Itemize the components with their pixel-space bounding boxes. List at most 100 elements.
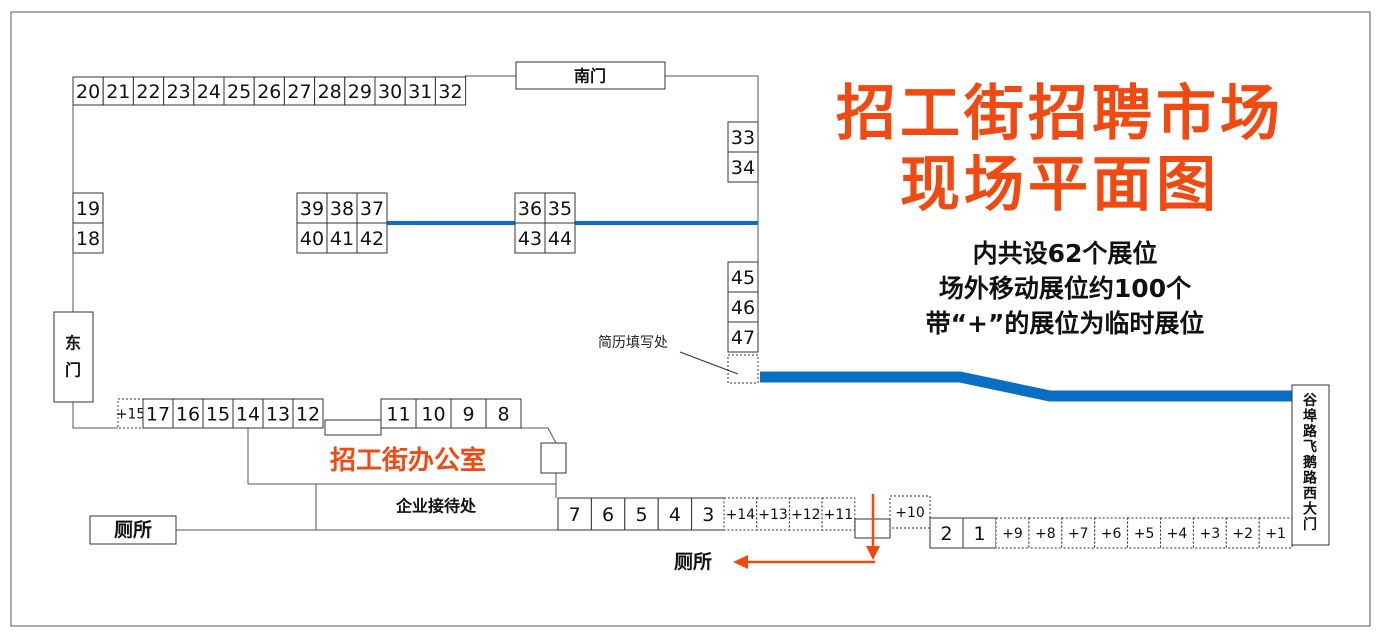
booth-37-box	[356, 192, 388, 224]
west-gate-char: 谷	[1303, 393, 1318, 409]
booth-5-label: 5	[635, 504, 647, 526]
west-gate-char: 路	[1303, 423, 1318, 440]
booth-36-label: 36	[518, 198, 542, 220]
door-box-b	[540, 442, 567, 474]
booth-5-box	[624, 497, 659, 531]
booth-39-label: 39	[300, 198, 324, 220]
booth-44-label: 44	[548, 228, 572, 250]
booth-4-label: 4	[669, 504, 681, 526]
booth-45-label: 45	[731, 267, 755, 289]
booth-plus6-box	[1094, 517, 1129, 549]
booth-28-box	[314, 76, 346, 106]
booth-plus10-box	[889, 495, 931, 529]
booth-plus14-box	[723, 497, 758, 531]
east-gate	[53, 311, 94, 403]
booth-plus9-box	[995, 517, 1030, 549]
booth-47-label: 47	[731, 327, 755, 349]
resume-leader	[679, 351, 739, 375]
booth-plus13-label: +13	[758, 507, 788, 523]
booth-2-label: 2	[940, 523, 952, 545]
booth-29-label: 29	[348, 81, 372, 103]
resume-label: 简历填写处	[598, 334, 668, 351]
booth-plus10-label: +10	[895, 505, 925, 521]
booth-39-box	[296, 192, 328, 224]
booth-23-label: 23	[167, 81, 191, 103]
booth-32-label: 32	[438, 81, 462, 103]
booth-plus3-label: +3	[1200, 526, 1221, 542]
booth-plus15-label: +15	[116, 407, 146, 423]
booth-plus1-box	[1258, 517, 1293, 549]
booth-plus3-box	[1192, 517, 1227, 549]
booth-6-label: 6	[602, 504, 614, 526]
booth-21-box	[102, 76, 134, 106]
info-line-2: 场外移动展位约100个	[938, 274, 1192, 303]
booth-11-box	[380, 398, 417, 429]
booth-plus12-label: +12	[791, 507, 821, 523]
booth-26-box	[253, 76, 285, 106]
booth-27-label: 27	[287, 81, 311, 103]
booth-31-box	[404, 76, 436, 106]
booth-plus2-label: +2	[1232, 526, 1253, 542]
booth-plus8-box	[1028, 517, 1063, 549]
frame-border	[10, 11, 1371, 627]
booth-42-box	[356, 222, 388, 254]
booth-33-box	[727, 121, 759, 153]
booth-22-label: 22	[136, 81, 160, 103]
south-gate	[515, 61, 666, 90]
booth-29-box	[344, 76, 376, 106]
booth-15-box	[202, 398, 234, 429]
booth-3-box	[691, 497, 726, 531]
booth-plus2-box	[1225, 517, 1260, 549]
info-line-3: 带“+”的展位为临时展位	[925, 309, 1205, 338]
booth-38-box	[326, 192, 358, 224]
booth-8-label: 8	[497, 404, 509, 426]
booth-plus14-label: +14	[726, 507, 756, 523]
west-gate-char: 门	[1303, 516, 1317, 533]
booth-plus6-label: +6	[1101, 526, 1122, 542]
booth-31-label: 31	[408, 81, 432, 103]
booth-24-label: 24	[197, 81, 221, 103]
booth-34-label: 34	[731, 157, 755, 179]
west-gate-char: 鹅	[1303, 454, 1317, 471]
booth-17-label: 17	[146, 404, 170, 426]
booth-plus8-label: +8	[1035, 526, 1056, 542]
booth-35-label: 35	[548, 198, 572, 220]
booth-37-label: 37	[360, 198, 384, 220]
booth-1-label: 1	[973, 523, 985, 545]
west-gate-char: 飞	[1303, 440, 1317, 456]
reception-label: 企业接待处	[395, 497, 477, 516]
east-gate-label-1: 东	[65, 334, 81, 353]
aisles	[386, 221, 1292, 402]
toilet-left-label: 厕所	[114, 519, 152, 541]
booth-47-box	[727, 321, 759, 353]
booth-plus7-label: +7	[1068, 526, 1089, 542]
booth-16-label: 16	[176, 404, 200, 426]
booth-21-label: 21	[106, 81, 130, 103]
booth-1-box	[962, 517, 997, 549]
booth-plus1-label: +1	[1265, 526, 1286, 542]
booth-26-label: 26	[257, 81, 281, 103]
booth-25-label: 25	[227, 81, 251, 103]
booth-plus7-box	[1061, 517, 1096, 549]
booth-10-box	[415, 398, 452, 429]
west-gate	[1291, 384, 1330, 546]
booth-30-label: 30	[378, 81, 402, 103]
booth-3-label: 3	[702, 504, 714, 526]
booth-42-label: 42	[360, 228, 384, 250]
booth-8-box	[485, 398, 522, 429]
booth-28-label: 28	[318, 81, 342, 103]
booth-43-label: 43	[518, 228, 542, 250]
booth-18-box	[72, 222, 104, 254]
booth-22-box	[132, 76, 165, 106]
door-box-a	[324, 419, 382, 436]
booth-plus4-label: +4	[1167, 526, 1188, 542]
booth-41-label: 41	[330, 228, 354, 250]
info-line-1: 内共设62个展位	[972, 239, 1158, 268]
booth-10-label: 10	[421, 404, 445, 426]
booth-38-label: 38	[330, 198, 354, 220]
west-gate-char: 西	[1303, 486, 1317, 502]
title-line-2: 现场平面图	[900, 150, 1220, 220]
booth-13-label: 13	[266, 404, 290, 426]
